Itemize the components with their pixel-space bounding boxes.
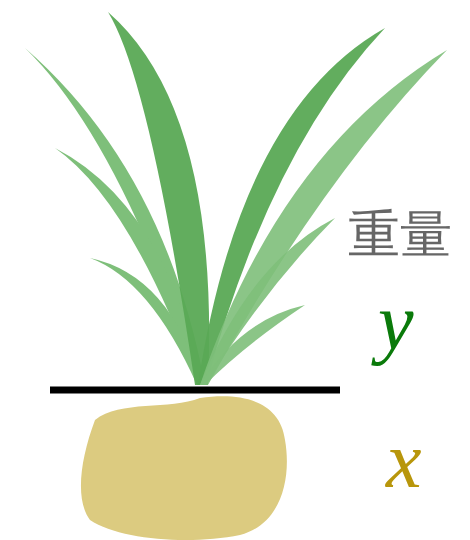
leaves	[25, 12, 447, 385]
weight-label: 重量	[348, 208, 452, 260]
leaf	[200, 305, 305, 385]
tuber	[81, 396, 287, 540]
leaf	[200, 218, 335, 385]
leaf	[108, 12, 209, 385]
variable-y: y	[378, 282, 414, 362]
variable-x: x	[386, 420, 422, 500]
ground-line	[50, 387, 340, 394]
